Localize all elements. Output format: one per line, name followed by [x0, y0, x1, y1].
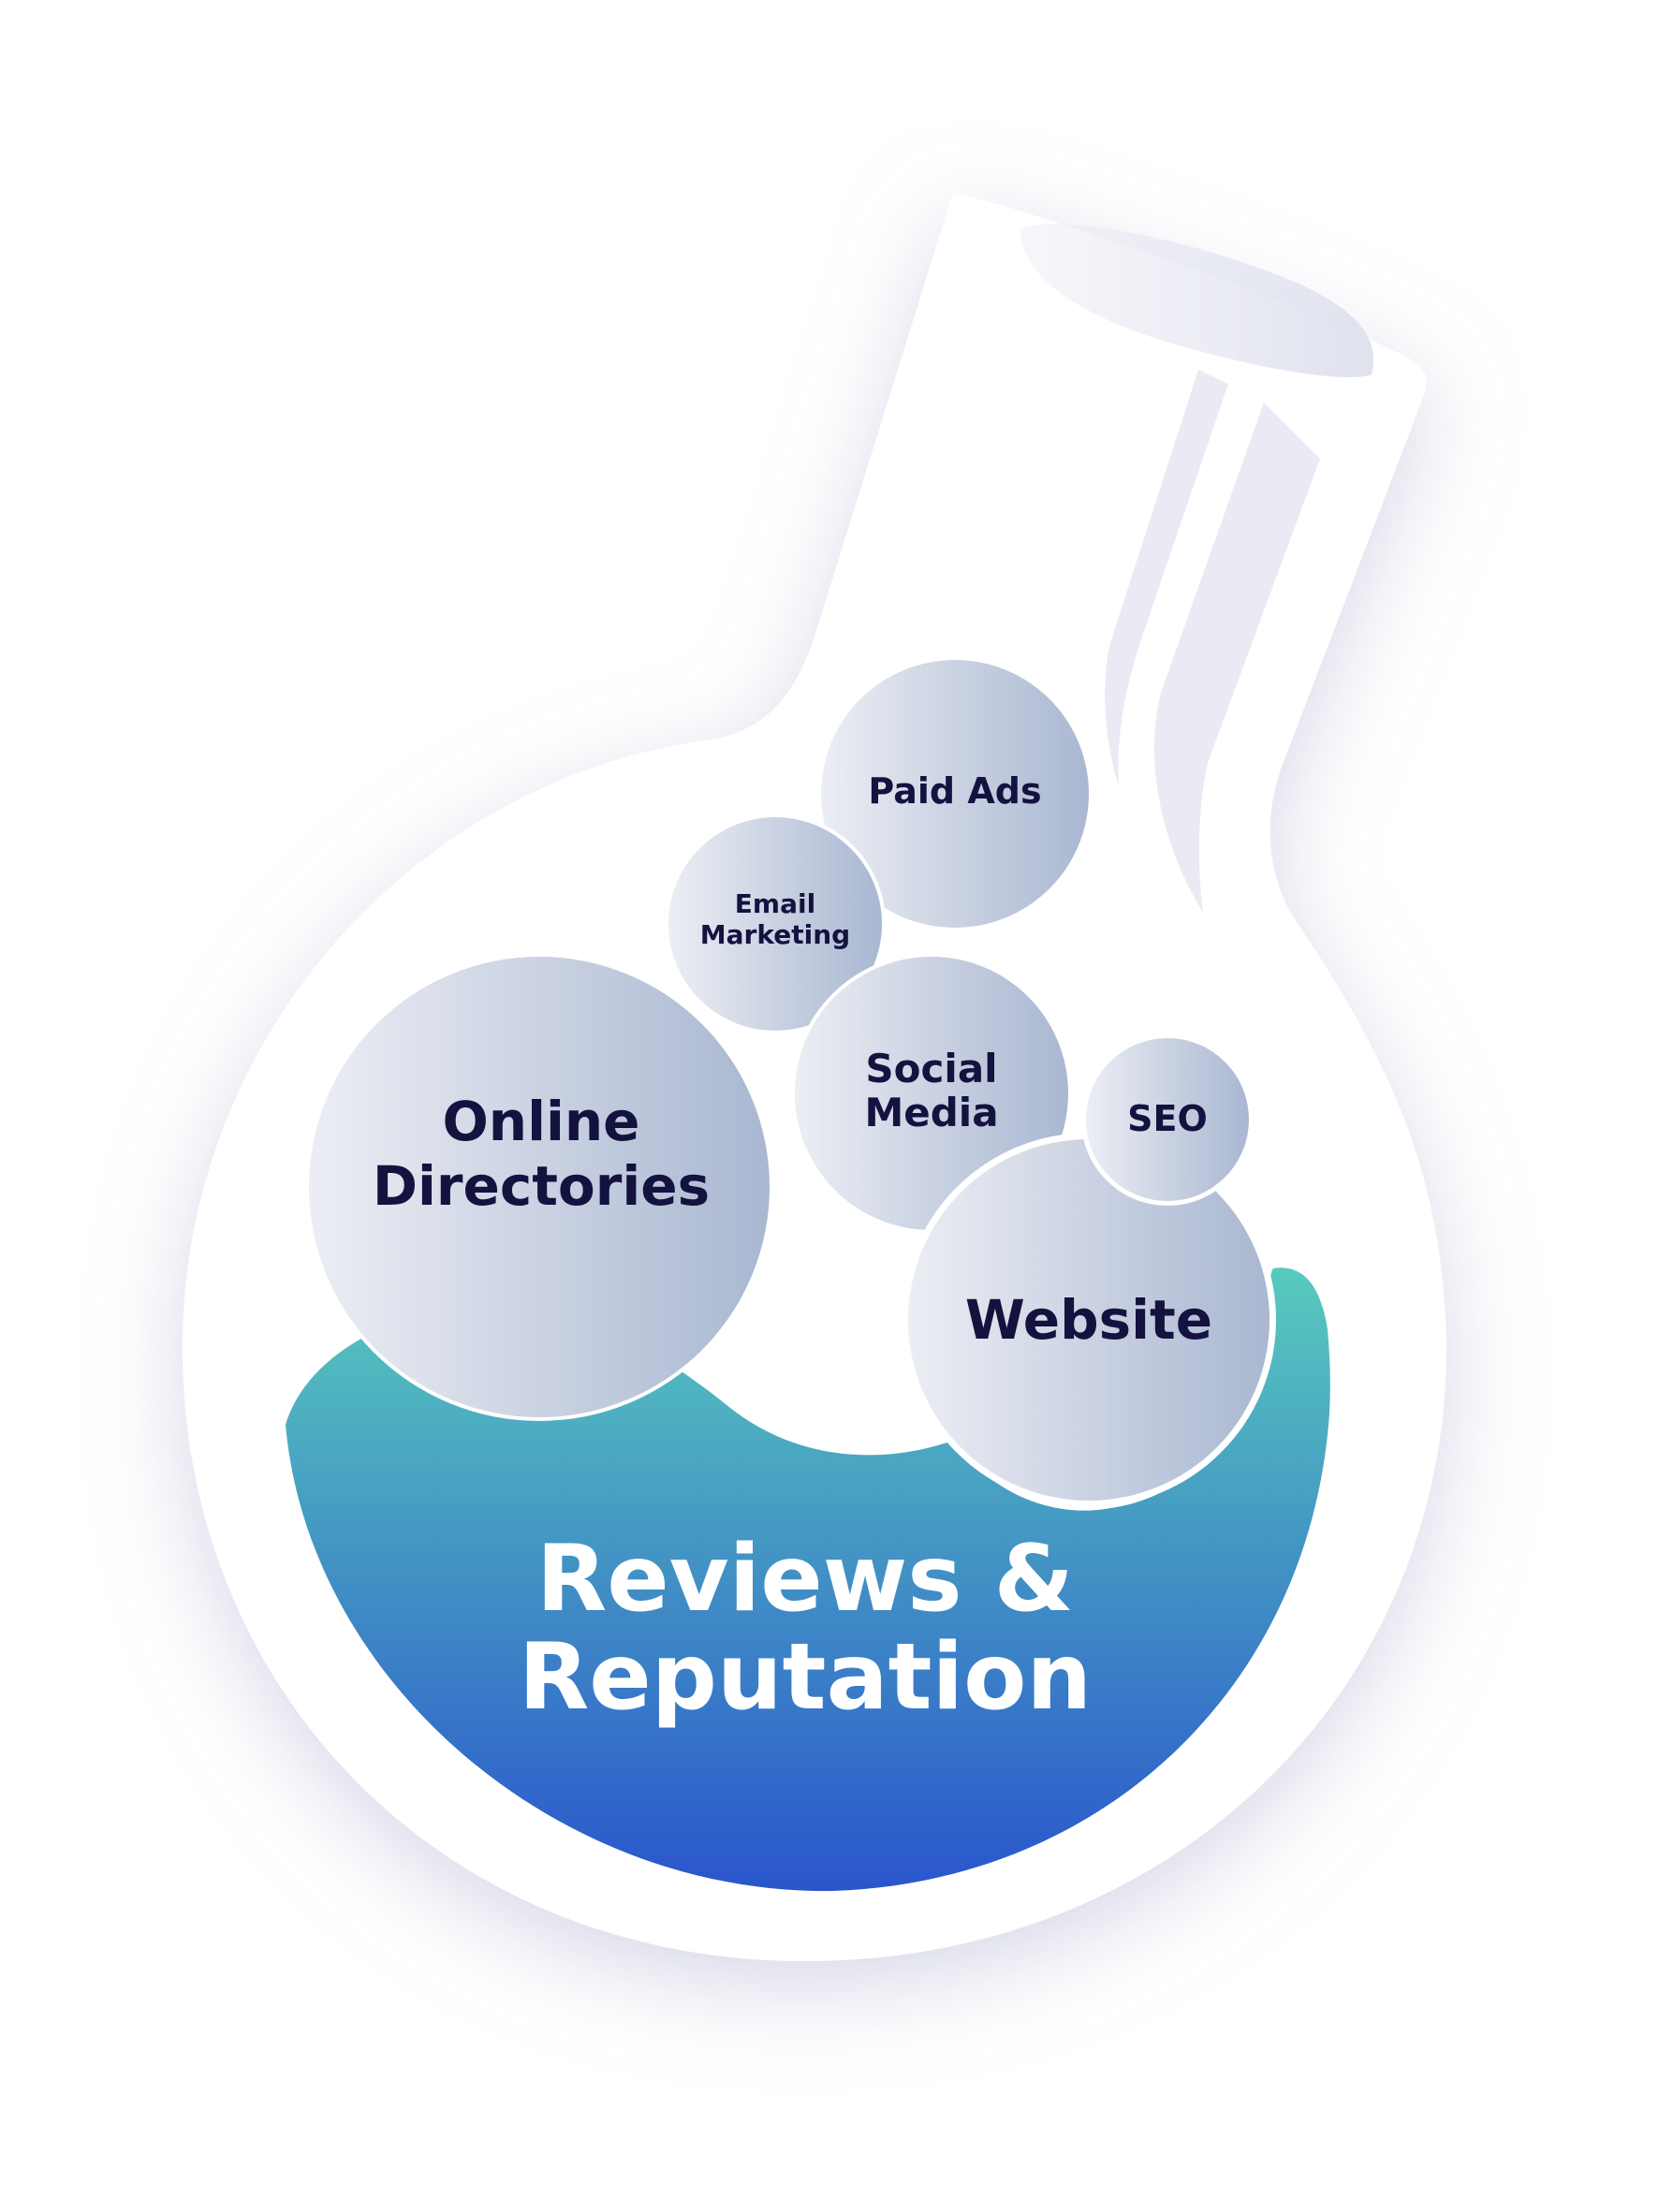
neck-streak-right — [1153, 403, 1320, 913]
bubble-group: Paid Ads Email Marketing Online Director… — [305, 656, 1276, 1507]
bubble-website-fill — [908, 1139, 1269, 1501]
bubble-social-media-line1: Social — [865, 1046, 997, 1091]
liquid-label: Reviews & Reputation — [519, 1526, 1092, 1731]
bubble-seo-label: SEO — [1127, 1098, 1208, 1139]
neck-streak-left — [1105, 370, 1228, 786]
bubble-social-media-line2: Media — [864, 1090, 998, 1135]
bubble-online-directories-fill — [309, 957, 770, 1417]
bubble-email-marketing-line2: Marketing — [700, 919, 850, 950]
bubble-email-marketing-fill — [668, 817, 882, 1031]
bubble-seo-fill — [1086, 1038, 1249, 1201]
bubble-seo: SEO — [1081, 1033, 1254, 1206]
neck-rim-highlight — [1020, 224, 1374, 378]
bubble-website-label: Website — [965, 1288, 1212, 1352]
liquid-label-line1: Reviews & — [536, 1526, 1074, 1633]
liquid-label-line2: Reputation — [519, 1624, 1092, 1731]
liquid — [286, 1267, 1330, 1892]
flask-neck-highlights — [1020, 224, 1374, 913]
bubble-email-marketing-line1: Email — [735, 888, 815, 919]
bubble-paid-ads-label: Paid Ads — [868, 770, 1041, 812]
bubble-paid-ads: Paid Ads — [817, 656, 1093, 931]
bubble-website: Website — [902, 1133, 1276, 1507]
bubble-online-directories: Online Directories — [305, 953, 773, 1421]
bubble-online-directories-line1: Online — [443, 1090, 640, 1153]
bubble-email-marketing: Email Marketing — [665, 813, 886, 1034]
bubble-paid-ads-fill — [821, 660, 1089, 928]
bubble-online-directories-line2: Directories — [373, 1154, 710, 1218]
